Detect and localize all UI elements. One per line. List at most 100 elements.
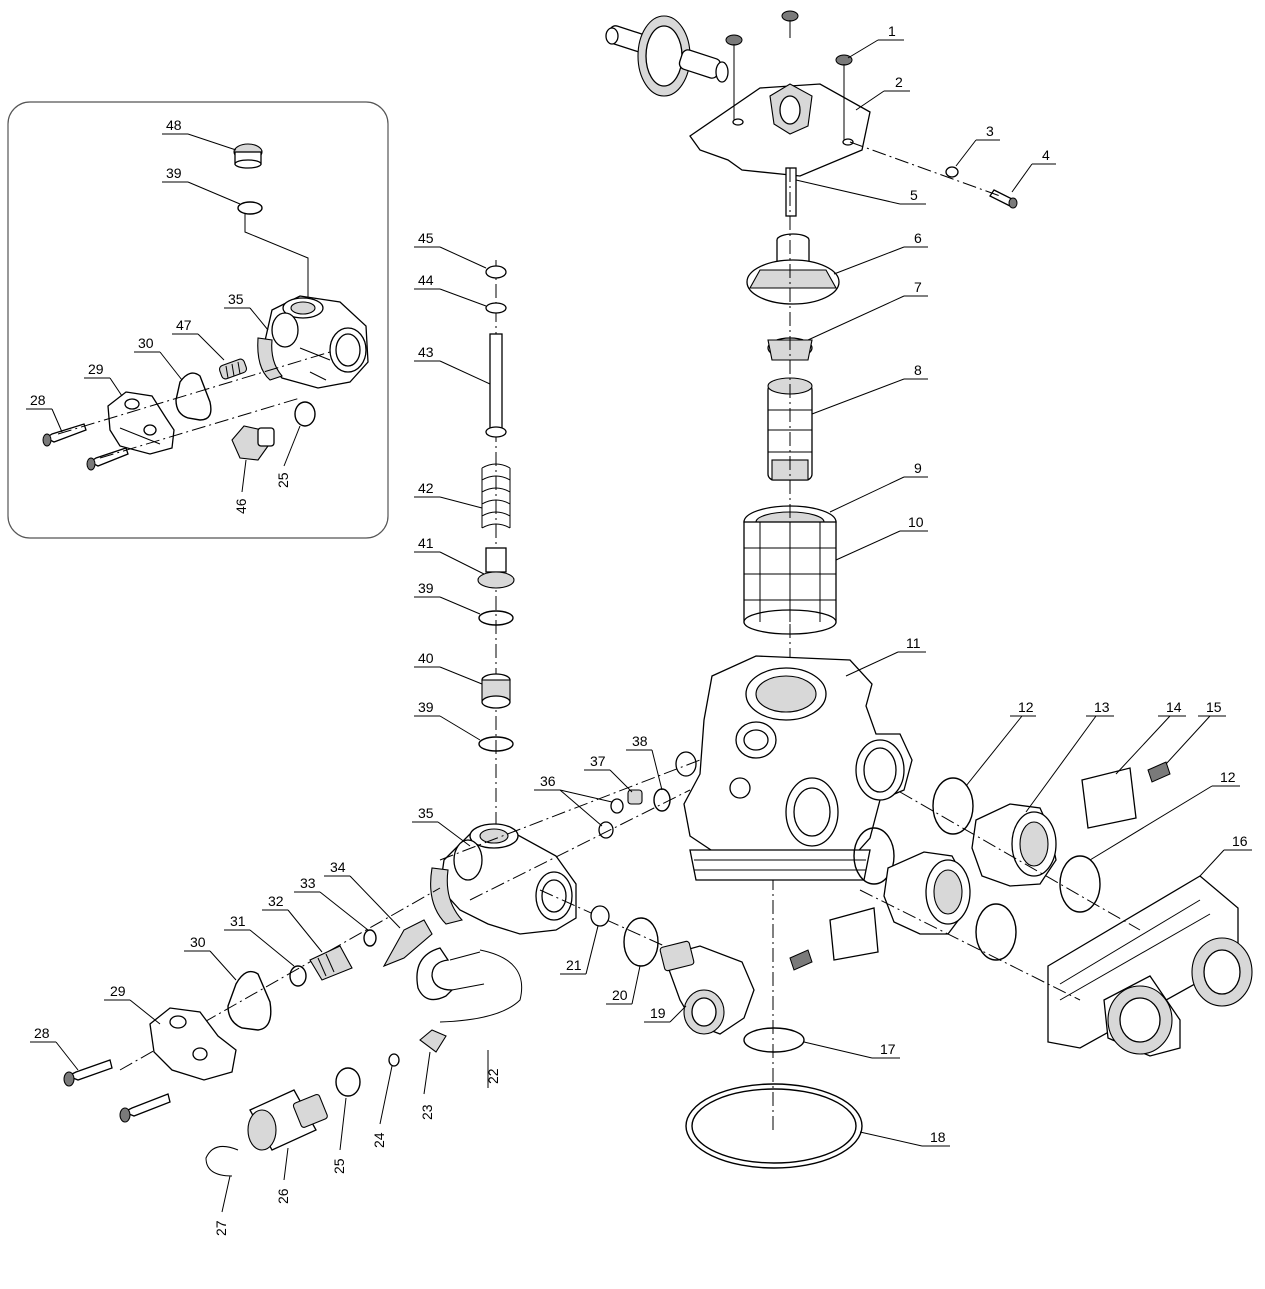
callout-10: 10 — [835, 514, 928, 561]
inset-callout-label-48: 48 — [166, 117, 182, 133]
callout-label-15: 15 — [1206, 699, 1222, 715]
inset-axis-line — [244, 214, 309, 300]
callout-31: 31 — [224, 913, 295, 967]
callout-label-22: 22 — [485, 1068, 501, 1084]
part-28-screws — [63, 1059, 171, 1123]
part-13-adapter-b — [883, 851, 971, 935]
callout-17: 17 — [803, 1041, 900, 1059]
callout-label-24: 24 — [371, 1132, 387, 1148]
callout-23: 23 — [419, 1051, 435, 1120]
part-3-washer — [945, 166, 959, 178]
callout-label-27: 27 — [213, 1220, 229, 1236]
callout-label-38: 38 — [632, 733, 648, 749]
callout-36: 36 — [534, 773, 613, 827]
callout-44: 44 — [414, 272, 487, 307]
callout-label-12b: 12 — [1220, 769, 1236, 785]
part-33-oring — [363, 929, 377, 947]
callout-label-4: 4 — [1042, 147, 1050, 163]
callout-label-28: 28 — [34, 1025, 50, 1041]
part-44-washer — [485, 302, 507, 314]
part-35-injector-housing — [430, 823, 577, 935]
callout-7: 7 — [807, 279, 928, 341]
callout-label-17: 17 — [880, 1041, 896, 1057]
callout-4: 4 — [1011, 147, 1056, 193]
callout-label-23: 23 — [419, 1104, 435, 1120]
callout-38: 38 — [626, 733, 663, 791]
part-2-plate — [689, 83, 871, 177]
part-13-adapter-a — [971, 803, 1057, 887]
callout-label-19: 19 — [650, 1005, 666, 1021]
inset-assembly-line-2 — [99, 397, 301, 459]
callout-label-2: 2 — [895, 74, 903, 90]
callout-label-41: 41 — [418, 535, 434, 551]
part-19-elbow — [659, 940, 755, 1035]
part-4-screw — [989, 189, 1018, 209]
inset-callout-label-25: 25 — [275, 472, 291, 488]
callout-label-40: 40 — [418, 650, 434, 666]
callout-39a: 39 — [414, 580, 481, 615]
callout-label-13: 13 — [1094, 699, 1110, 715]
inset-callout-48: 48 — [162, 117, 237, 151]
part-16-bypass — [1047, 875, 1253, 1057]
callout-label-42: 42 — [418, 480, 434, 496]
callout-28: 28 — [30, 1025, 79, 1071]
callout-40: 40 — [414, 650, 483, 685]
callout-label-30: 30 — [190, 934, 206, 950]
inset-callout-label-47: 47 — [176, 317, 192, 333]
callout-label-3: 3 — [986, 123, 994, 139]
part-15-screws — [789, 761, 1171, 971]
inset-callout-label-46: 46 — [233, 498, 249, 514]
part-43-stem — [485, 333, 507, 438]
callout-20: 20 — [606, 965, 641, 1005]
callout-label-20: 20 — [612, 987, 628, 1003]
part-34-screen — [382, 919, 433, 968]
part-38-oring — [653, 788, 671, 812]
part-39-oring-b — [478, 736, 514, 752]
callout-32: 32 — [262, 893, 323, 953]
part-14-clip-a — [1081, 767, 1137, 829]
inset-callout-29: 29 — [84, 361, 123, 397]
inset-callout-30: 30 — [134, 335, 183, 381]
inset-callout-label-29: 29 — [88, 361, 104, 377]
callout-label-18: 18 — [930, 1129, 946, 1145]
callout-label-36: 36 — [540, 773, 556, 789]
inset-part-35-housing — [257, 295, 369, 389]
part-39-oring-a — [478, 610, 514, 626]
part-24-washer — [388, 1053, 400, 1067]
inset-part-46-plug — [231, 425, 275, 461]
inset-callout-35: 35 — [224, 291, 269, 331]
callout-27: 27 — [213, 1175, 231, 1236]
callout-label-32: 32 — [268, 893, 284, 909]
callout-label-44: 44 — [418, 272, 434, 288]
callout-12a: 12 — [965, 699, 1036, 787]
callout-15: 15 — [1165, 699, 1226, 765]
callout-label-16: 16 — [1232, 833, 1248, 849]
callout-label-43: 43 — [418, 344, 434, 360]
inset-callout-label-39: 39 — [166, 165, 182, 181]
part-12-oring-b — [853, 827, 895, 885]
callout-9: 9 — [829, 460, 928, 513]
callout-22: 22 — [485, 1050, 501, 1088]
callout-label-25: 25 — [331, 1158, 347, 1174]
callout-label-7: 7 — [914, 279, 922, 295]
callout-label-1: 1 — [888, 23, 896, 39]
inset-callout-label-30: 30 — [138, 335, 154, 351]
callout-21: 21 — [560, 925, 599, 975]
callout-12b: 12 — [1089, 769, 1240, 861]
callout-label-6: 6 — [914, 230, 922, 246]
part-14-clip-b — [829, 907, 879, 961]
callout-8: 8 — [811, 362, 928, 415]
axis-line-bypass-b — [859, 889, 1081, 1001]
callout-11: 11 — [845, 635, 926, 677]
callout-14: 14 — [1115, 699, 1186, 775]
inset-callout-label-28: 28 — [30, 392, 46, 408]
callout-5: 5 — [795, 179, 926, 205]
part-22-clip — [416, 947, 485, 1001]
part-37-nozzle — [627, 789, 643, 805]
callout-label-35: 35 — [418, 805, 434, 821]
callout-45: 45 — [414, 230, 487, 269]
inset-callout-25: 25 — [275, 425, 301, 488]
inset-callout-label-35: 35 — [228, 291, 244, 307]
part-17-oring — [743, 1027, 805, 1053]
callout-18: 18 — [859, 1129, 950, 1147]
